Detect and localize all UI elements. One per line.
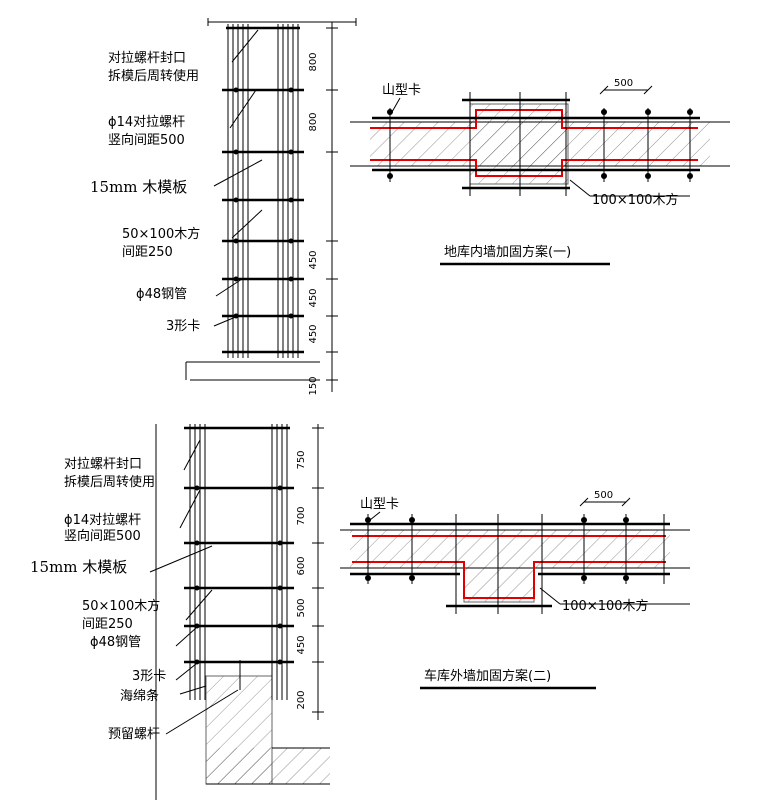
top-label-plywood: 15mm 木模板 [90, 178, 187, 196]
plan-two-title: 车库外墙加固方案(二) [424, 668, 551, 684]
top-label-steel-pipe: ϕ48钢管 [136, 287, 187, 302]
plan-one-clip-label: 山型卡 [382, 83, 421, 98]
plan-one-spacing: 500 [614, 78, 633, 89]
bottom-label-tie-rod-2: 竖向间距500 [64, 528, 141, 544]
top-label-tie-rod-seal-1: 对拉螺杆封口 [108, 51, 186, 66]
bottom-label-plywood: 15mm 木模板 [30, 558, 127, 576]
bottom-label-tie-rod-seal-2: 拆模后周转使用 [64, 474, 155, 490]
plan-two-clip-label: 山型卡 [360, 497, 399, 512]
bottom-dim-2: 600 [296, 556, 307, 575]
bottom-label-sponge: 海绵条 [120, 688, 159, 704]
top-label-tie-rod-1: ϕ14对拉螺杆 [108, 115, 185, 130]
top-label-timber-1: 50×100木方 [122, 226, 200, 242]
top-wall-section: 对拉螺杆封口 拆模后周转使用 ϕ14对拉螺杆 竖向间距500 15mm 木模板 … [90, 18, 357, 396]
plan-two-timber-label: 100×100木方 [562, 598, 649, 614]
bottom-label-timber-1: 50×100木方 [82, 598, 160, 614]
top-dim-3: 450 [308, 288, 319, 307]
bottom-label-embedded-bolt: 预留螺杆 [108, 727, 160, 742]
top-label-clip: 3形卡 [166, 319, 200, 334]
bottom-label-steel-pipe: ϕ48钢管 [90, 635, 141, 650]
plan-one-title: 地库内墙加固方案(一) [444, 244, 571, 260]
bottom-label-tie-rod-1: ϕ14对拉螺杆 [64, 513, 141, 528]
plan-two-spacing: 500 [594, 490, 613, 501]
bottom-label-timber-2: 间距250 [82, 617, 133, 632]
bottom-dim-1: 700 [296, 506, 307, 525]
bottom-label-clip: 3形卡 [132, 669, 166, 684]
bottom-label-tie-rod-seal-1: 对拉螺杆封口 [64, 457, 142, 472]
bottom-dim-0: 750 [296, 450, 307, 469]
top-label-tie-rod-2: 竖向间距500 [108, 132, 185, 148]
top-dim-1: 800 [308, 112, 319, 131]
top-dim-2: 450 [308, 250, 319, 269]
bottom-dim-3: 500 [296, 598, 307, 617]
plan-two: 500 山型卡 100×100木方 车库外墙加固方案(二) [340, 490, 690, 690]
top-dim-4: 450 [308, 324, 319, 343]
bottom-dim-4: 450 [296, 635, 307, 654]
top-dim-5: 150 [308, 376, 319, 395]
top-label-tie-rod-seal-2: 拆模后周转使用 [108, 68, 199, 84]
bottom-wall-section: 对拉螺杆封口 拆模后周转使用 ϕ14对拉螺杆 竖向间距500 15mm 木模板 … [30, 424, 330, 800]
bottom-dim-5: 200 [296, 690, 307, 709]
top-label-timber-2: 间距250 [122, 245, 173, 260]
plan-one-timber-label: 100×100木方 [592, 192, 679, 208]
top-dim-0: 800 [308, 52, 319, 71]
plan-one: 500 山型卡 100×100木方 地库内墙加固方案(一) [350, 78, 730, 266]
